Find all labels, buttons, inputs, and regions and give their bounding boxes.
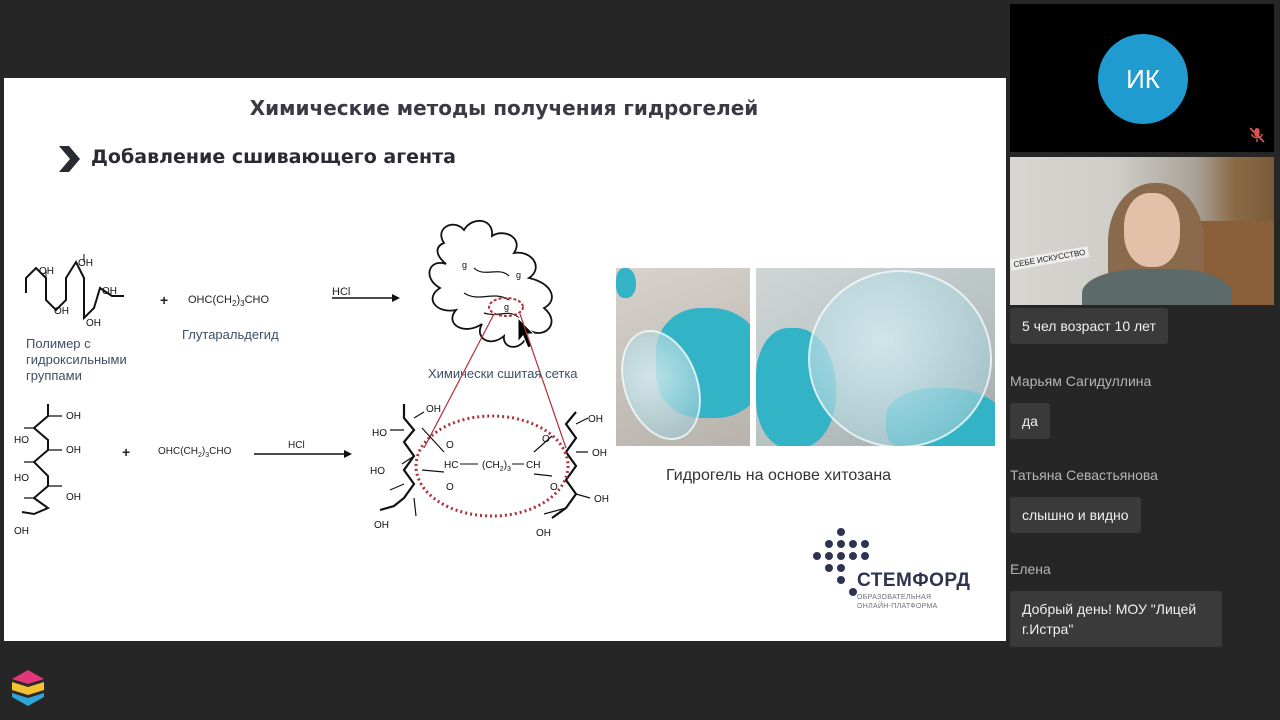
oh-label: OH (592, 448, 607, 459)
brand-tagline: ОБРАЗОВАТЕЛЬНАЯ (857, 594, 932, 601)
o-label: O (446, 482, 454, 493)
product-chain-left (379, 404, 416, 512)
oh-label: OH (374, 520, 389, 531)
speaker-body (1082, 269, 1232, 305)
slide-subtitle: Добавление сшивающего агента (91, 146, 456, 168)
crosslink-g: g (516, 270, 521, 280)
oh-label: OH (14, 526, 29, 537)
oh-label: OH (39, 266, 54, 277)
o-label: O (542, 434, 550, 445)
ho-label: HO (14, 473, 29, 484)
glutaraldehyde-formula-top: OHC(CH2)3CHO (188, 294, 270, 309)
oh-label: OH (594, 494, 609, 505)
chat-message-text: слышно и видно (1010, 497, 1141, 533)
oh-label: OH (86, 318, 101, 329)
plus-sign: + (122, 444, 131, 460)
polymer-chain-top (25, 259, 124, 321)
presentation-slide: Химические методы получения гидрогелей Д… (4, 78, 1006, 641)
oh-label: OH (536, 528, 551, 539)
speaker-video[interactable]: СЕБЕ ИСКУССТВО (1010, 157, 1274, 305)
participant-tile[interactable]: ИК (1010, 4, 1274, 152)
chat-author: Марьям Сагидуллина (1010, 373, 1152, 389)
catalyst-label-top: HCl (332, 286, 351, 298)
plus-sign: + (160, 292, 169, 308)
chat-author: Татьяна Севастьянова (1010, 467, 1158, 483)
brand-name: СТЕМФОРД (857, 570, 971, 591)
stemford-logo: СТЕМФОРД ОБРАЗОВАТЕЛЬНАЯ ОНЛАЙН-ПЛАТФОРМ… (807, 526, 977, 616)
chat-message-text: да (1010, 403, 1050, 439)
network-label: Химически сшитая сетка (428, 366, 578, 381)
wall-sign: СЕБЕ ИСКУССТВО (1010, 246, 1090, 271)
oh-label: OH (102, 286, 117, 297)
ho-label: HO (372, 428, 387, 439)
ho-label: HO (370, 466, 385, 477)
chevron-right-icon (59, 146, 80, 172)
oh-label: OH (54, 306, 69, 317)
chat-author: Елена (1010, 561, 1051, 577)
bridge-ch2: (CH2)3 (482, 460, 511, 473)
hydrogel-photo-2 (756, 268, 995, 446)
mic-muted-icon (1249, 127, 1265, 143)
catalyst-label-bottom: HCl (288, 440, 305, 451)
chat-message: Елена Добрый день! МОУ "Лицей г.Истра" (1010, 561, 1222, 647)
chat-message-text: Добрый день! МОУ "Лицей г.Истра" (1010, 591, 1222, 647)
highlight-ellipse-large (414, 414, 570, 518)
glutaraldehyde-label: Глутаральдегид (182, 327, 279, 342)
chat-message: Татьяна Севастьянова слышно и видно (1010, 467, 1158, 533)
app-logo-icon[interactable] (10, 668, 46, 708)
hydrogel-photo-1 (616, 268, 750, 446)
oh-label: OH (78, 258, 93, 269)
highlight-ellipse-small (488, 297, 524, 317)
crosslink-g: g (504, 302, 509, 312)
oh-label: OH (426, 404, 441, 415)
polymer-chain-bottom (21, 404, 51, 516)
bridge-hc: HC (444, 460, 458, 471)
participant-avatar: ИК (1098, 34, 1188, 124)
polymer-label: Полимер с гидроксильными группами (26, 336, 127, 383)
reaction-scheme: OH OH OH OH OH g g g OH OH OH HO HO OH (14, 220, 609, 539)
speaker-face (1124, 193, 1180, 267)
chat-message: Марьям Сагидуллина да (1010, 373, 1151, 439)
crosslink-g: g (462, 260, 467, 270)
ho-label: HO (14, 435, 29, 446)
o-label: O (446, 440, 454, 451)
brand-tagline: ОНЛАЙН-ПЛАТФОРМА (857, 603, 938, 610)
product-chain-right (551, 411, 578, 519)
chat-message-text: 5 чел возраст 10 лет (1010, 308, 1168, 344)
photo-caption: Гидрогель на основе хитозана (666, 467, 892, 484)
slide-title: Химические методы получения гидрогелей (249, 96, 759, 120)
bridge-ch: CH (526, 460, 540, 471)
o-label: O (550, 482, 558, 493)
chat-message: 5 чел возраст 10 лет (1010, 308, 1168, 344)
crosslinked-network (428, 220, 553, 348)
oh-label: OH (66, 445, 81, 456)
oh-label: OH (66, 492, 81, 503)
glutaraldehyde-formula-bottom: OHC(CH2)3CHO (158, 446, 232, 459)
oh-label: OH (66, 411, 81, 422)
oh-label: OH (588, 414, 603, 425)
